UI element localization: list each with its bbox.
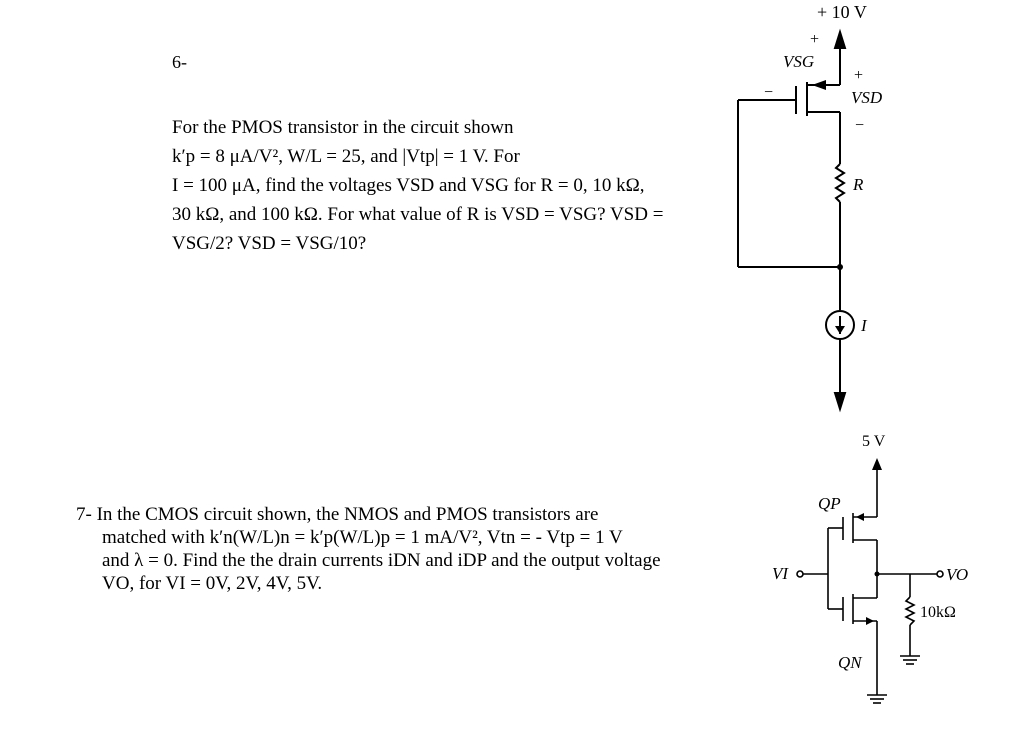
vsd-label: VSD xyxy=(851,88,883,107)
cmos-circuit xyxy=(796,468,944,704)
supply-arrow xyxy=(833,28,847,49)
problem-7-line: matched with k′n(W/L)n = k′p(W/L)p = 1 m… xyxy=(102,527,623,548)
problem-6-line: I = 100 μA, find the voltages VSD and VS… xyxy=(172,175,645,196)
problem-6-number: 6- xyxy=(172,52,187,72)
problem-6-text: For the PMOS transistor in the circuit s… xyxy=(172,113,663,258)
node-dot xyxy=(837,264,843,270)
problem-6-line: VSG/2? VSD = VSG/10? xyxy=(172,233,367,254)
current-label: I xyxy=(860,316,868,335)
resistor-10k xyxy=(904,596,916,626)
vsg-plus-sign: + xyxy=(810,31,819,48)
qp-source-arrow xyxy=(856,513,864,521)
vi-label: VI xyxy=(772,564,789,583)
problem-6-line: k′p = 8 μA/V², W/L = 25, and |Vtp| = 1 V… xyxy=(172,146,520,167)
problem-7-line: and λ = 0. Find the the drain currents i… xyxy=(102,550,661,571)
problem-7-text: 7- In the CMOS circuit shown, the NMOS a… xyxy=(76,503,661,595)
vo-label: VO xyxy=(946,565,968,584)
output-node-dot xyxy=(874,571,880,577)
vdd-label-5v: 5 V xyxy=(862,433,886,450)
vdd-arrow xyxy=(872,458,882,470)
qp-label: QP xyxy=(818,494,841,513)
problem-6-line: For the PMOS transistor in the circuit s… xyxy=(172,117,514,138)
vsg-minus-sign: − xyxy=(764,84,773,101)
problem-6-line: 30 kΩ, and 100 kΩ. For what value of R i… xyxy=(172,204,664,225)
qn-label: QN xyxy=(838,653,863,672)
supply-label-10v: + 10 V xyxy=(817,2,867,22)
pmos-circuit xyxy=(737,28,855,413)
vi-terminal xyxy=(796,570,804,578)
vsd-plus-sign: + xyxy=(854,67,863,84)
problem-7-line: 7- In the CMOS circuit shown, the NMOS a… xyxy=(76,504,599,525)
vsd-minus-sign: − xyxy=(855,117,864,134)
problem-7-line: VO, for VI = 0V, 2V, 4V, 5V. xyxy=(102,573,323,594)
vsg-label: VSG xyxy=(783,52,814,71)
ground-arrow xyxy=(833,392,847,413)
resistor-r xyxy=(834,163,846,203)
qn-source-arrow xyxy=(866,617,874,625)
resistor-label: R xyxy=(852,175,864,194)
load-resistor-label: 10kΩ xyxy=(920,604,956,621)
current-arrow-head xyxy=(835,326,845,334)
vo-terminal xyxy=(936,570,944,578)
pmos-source-arrow xyxy=(812,80,826,90)
